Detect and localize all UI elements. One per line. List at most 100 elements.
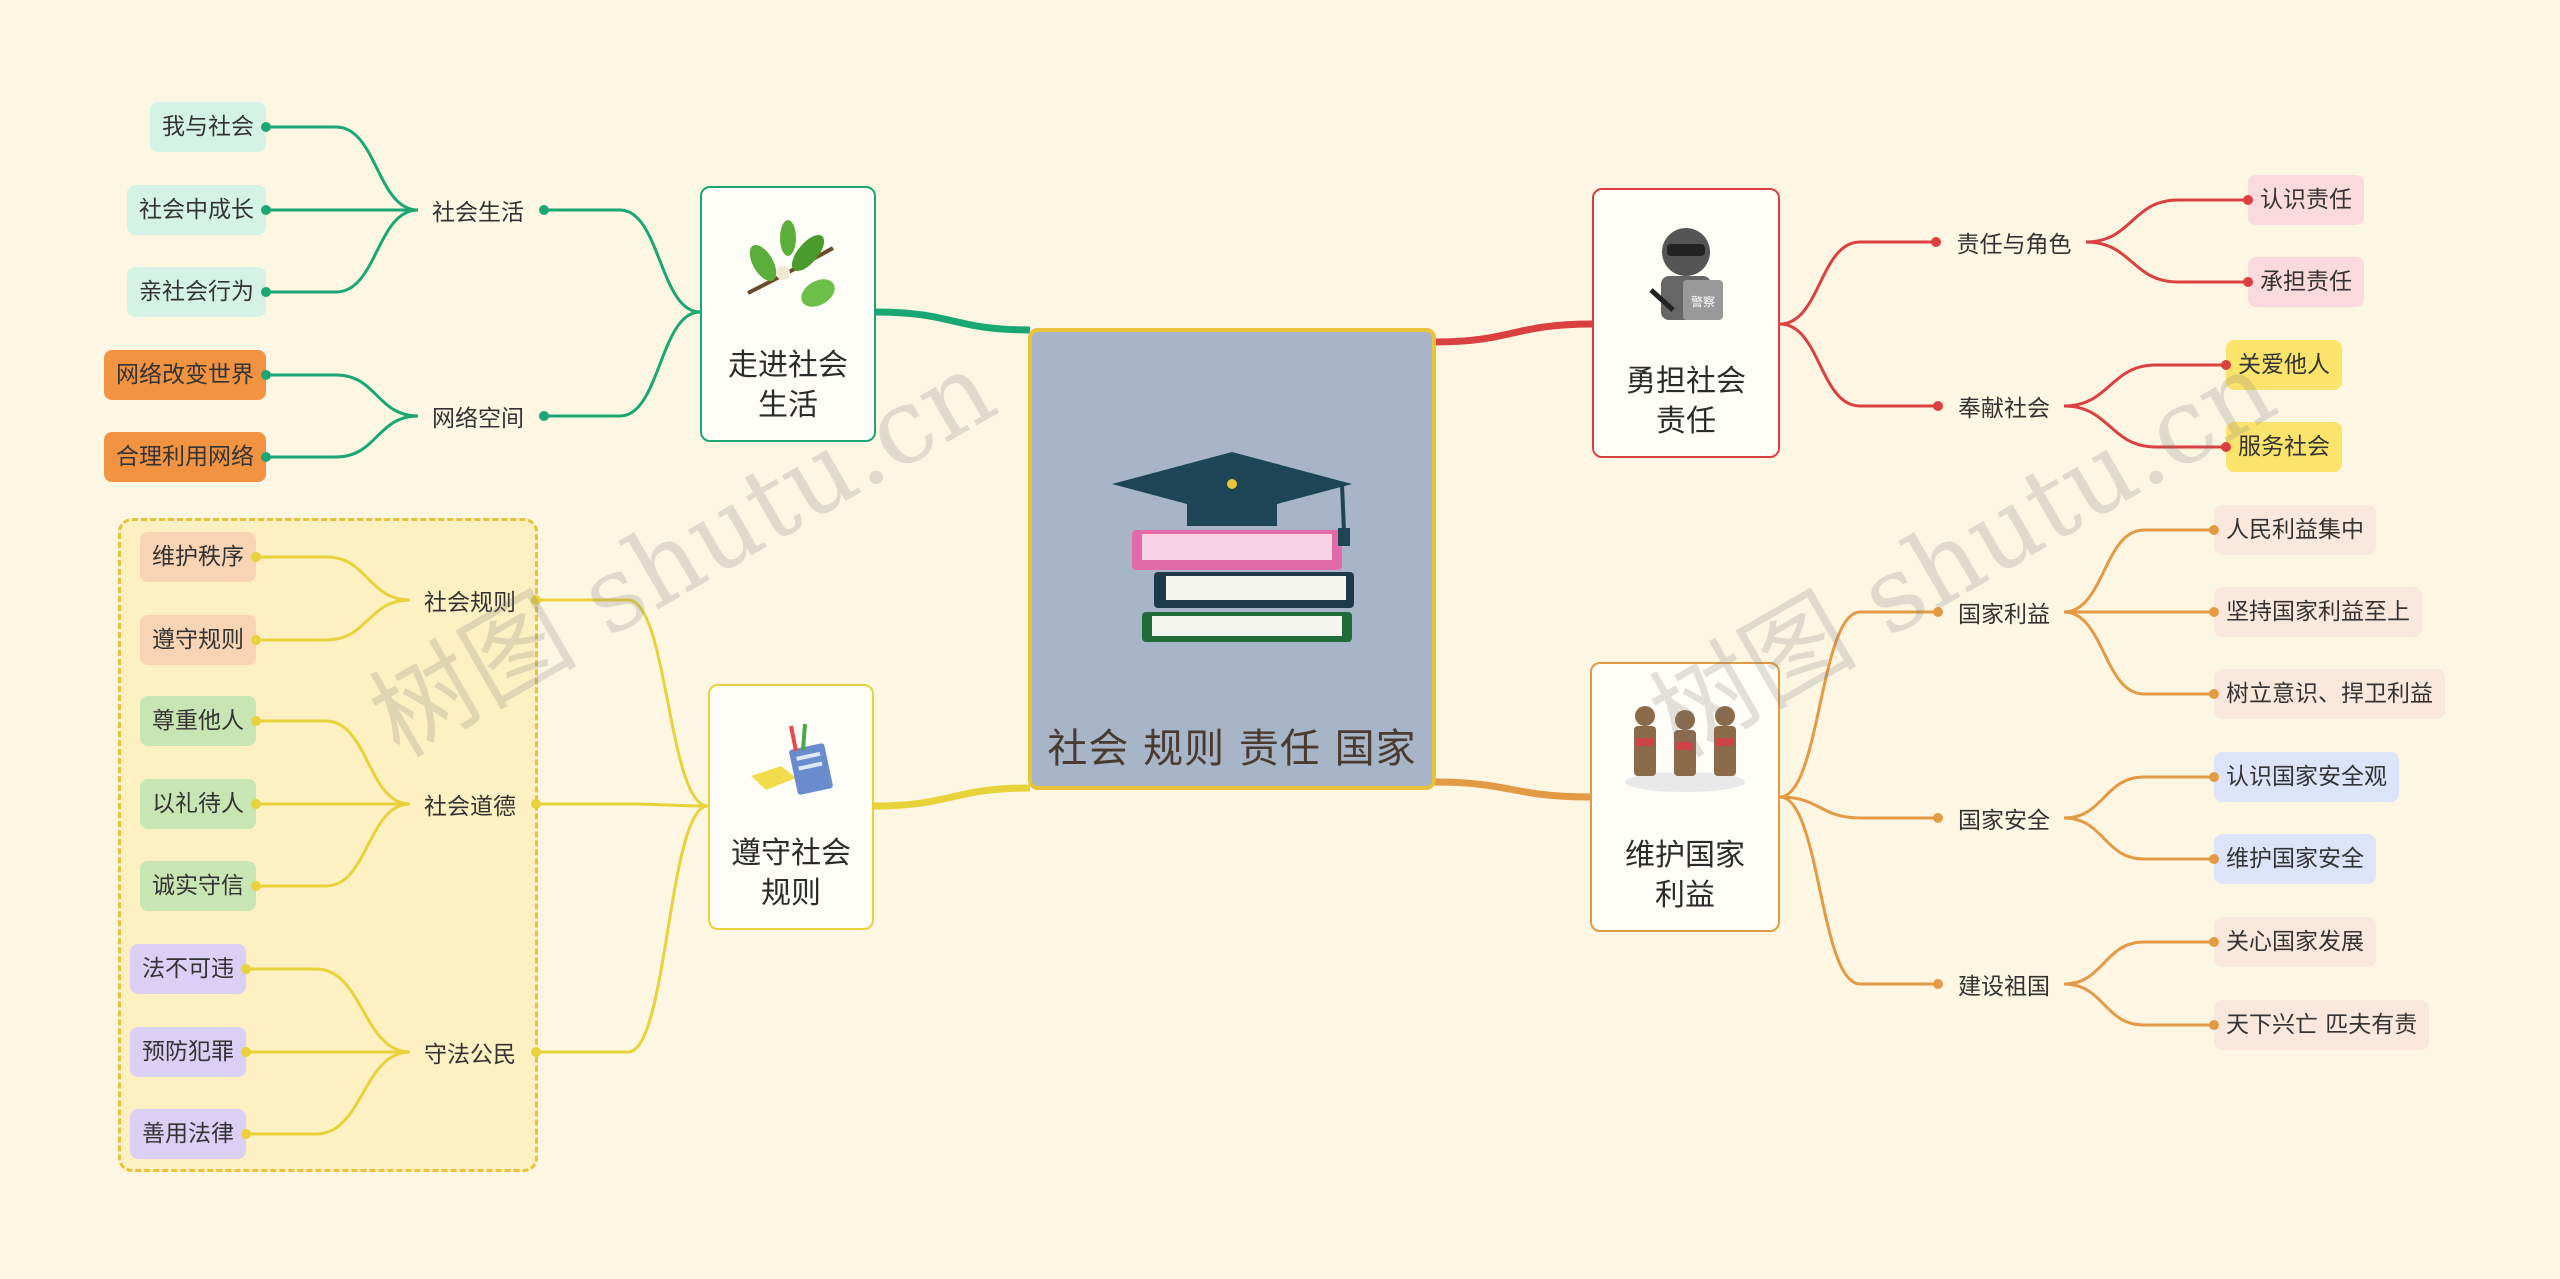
connector-dot bbox=[539, 205, 549, 215]
connector-dot bbox=[531, 595, 541, 605]
connector-line bbox=[1433, 320, 1593, 346]
leaf-node[interactable]: 维护秩序 bbox=[140, 532, 256, 582]
connector-line bbox=[1779, 322, 1861, 408]
leaf-node[interactable]: 坚持国家利益至上 bbox=[2214, 587, 2422, 637]
topic-label: 走进社会 生活 bbox=[728, 348, 848, 423]
connector-dot bbox=[261, 287, 271, 297]
leaf-node[interactable]: 合理利用网络 bbox=[104, 432, 266, 482]
connector-dot bbox=[1933, 979, 1943, 989]
connector-line bbox=[335, 208, 419, 294]
subtopic-s7[interactable]: 奉献社会 bbox=[1958, 396, 2050, 422]
subtopic-s3[interactable]: 社会规则 bbox=[424, 590, 516, 616]
leaf-node[interactable]: 服务社会 bbox=[2226, 422, 2342, 472]
connector-line bbox=[619, 310, 701, 418]
connector-line bbox=[335, 125, 419, 212]
connector-line bbox=[627, 804, 709, 1054]
soldiers-icon bbox=[1625, 706, 1745, 792]
leaf-node[interactable]: 关心国家发展 bbox=[2214, 917, 2376, 967]
connector-dot bbox=[251, 881, 261, 891]
connector-line bbox=[1779, 795, 1861, 986]
connector-dot bbox=[251, 552, 261, 562]
connector-dot bbox=[2221, 360, 2231, 370]
leaf-node[interactable]: 遵守规则 bbox=[140, 615, 256, 665]
leaf-node[interactable]: 树立意识、捍卫利益 bbox=[2214, 669, 2445, 719]
connector-dot bbox=[261, 370, 271, 380]
topic-label: 勇担社会 责任 bbox=[1626, 364, 1746, 439]
connector-line bbox=[2063, 775, 2145, 820]
connector-dot bbox=[241, 1047, 251, 1057]
leaf-node[interactable]: 社会中成长 bbox=[127, 185, 266, 235]
subtopic-s1[interactable]: 社会生活 bbox=[432, 200, 524, 226]
leaf-node[interactable]: 认识国家安全观 bbox=[2214, 752, 2399, 802]
connector-dot bbox=[241, 1129, 251, 1139]
connector-line bbox=[315, 1050, 411, 1136]
central-topic[interactable]: 社会 规则 责任 国家 bbox=[1028, 328, 1436, 790]
connector-dot bbox=[1933, 401, 1943, 411]
connector-dot bbox=[2209, 607, 2219, 617]
leaf-node[interactable]: 预防犯罪 bbox=[130, 1027, 246, 1077]
connector-line bbox=[325, 802, 411, 888]
leaf-node[interactable]: 承担责任 bbox=[2248, 257, 2364, 307]
connector-line bbox=[325, 598, 411, 642]
central-topic-title: 社会 规则 责任 国家 bbox=[1047, 726, 1417, 772]
subtopic-s8[interactable]: 国家利益 bbox=[1958, 602, 2050, 628]
connector-dot bbox=[261, 122, 271, 132]
connector-line bbox=[315, 967, 411, 1054]
connector-line bbox=[1779, 610, 1861, 799]
connector-dot bbox=[1933, 607, 1943, 617]
topic-label: 遵守社会 规则 bbox=[731, 836, 851, 911]
leaf-node[interactable]: 认识责任 bbox=[2248, 175, 2364, 225]
leaf-node[interactable]: 亲社会行为 bbox=[127, 267, 266, 317]
connector-dot bbox=[2243, 195, 2253, 205]
leaf-node[interactable]: 我与社会 bbox=[150, 102, 266, 152]
connector-line bbox=[2063, 363, 2157, 408]
topic-social-life[interactable]: 走进社会 生活 bbox=[700, 186, 876, 442]
leaf-node[interactable]: 诚实守信 bbox=[140, 861, 256, 911]
leaf-node[interactable]: 尊重他人 bbox=[140, 696, 256, 746]
leaf-node[interactable]: 维护国家安全 bbox=[2214, 834, 2376, 884]
connector-dot bbox=[1933, 813, 1943, 823]
connector-dot bbox=[261, 452, 271, 462]
connector-dot bbox=[2209, 525, 2219, 535]
leaf-node[interactable]: 以礼待人 bbox=[140, 779, 256, 829]
leaf-node[interactable]: 善用法律 bbox=[130, 1109, 246, 1159]
subtopic-s9[interactable]: 国家安全 bbox=[1958, 808, 2050, 834]
topic-social-rules[interactable]: 遵守社会 规则 bbox=[708, 684, 874, 930]
connector-line bbox=[2085, 240, 2179, 284]
topic-national-interest[interactable]: 维护国家 利益 bbox=[1590, 662, 1780, 932]
connector-line bbox=[2063, 610, 2145, 696]
leaf-node[interactable]: 人民利益集中 bbox=[2214, 505, 2376, 555]
leaf-node[interactable]: 关爱他人 bbox=[2226, 340, 2342, 390]
connector-line bbox=[325, 719, 411, 806]
subtopic-s4[interactable]: 社会道德 bbox=[424, 794, 516, 820]
connector-line bbox=[619, 208, 701, 314]
plant-sprout-icon bbox=[747, 220, 835, 307]
leaf-node[interactable]: 天下兴亡 匹夫有责 bbox=[2214, 1000, 2430, 1050]
connector-line bbox=[2063, 940, 2145, 986]
connector-line bbox=[2063, 404, 2157, 449]
subtopic-s10[interactable]: 建设祖国 bbox=[1958, 974, 2050, 1000]
topic-social-responsibility[interactable]: 警察 勇担社会 责任 bbox=[1592, 188, 1780, 458]
leaf-node[interactable]: 法不可违 bbox=[130, 944, 246, 994]
subtopic-s6[interactable]: 责任与角色 bbox=[1956, 232, 2072, 258]
leaf-node[interactable]: 网络改变世界 bbox=[104, 350, 266, 400]
connector-line bbox=[627, 598, 709, 808]
subtopic-s5[interactable]: 守法公民 bbox=[424, 1042, 516, 1068]
connector-line bbox=[875, 308, 1031, 334]
connector-dot bbox=[2209, 772, 2219, 782]
connector-dot bbox=[2209, 1020, 2219, 1030]
connector-line bbox=[2063, 816, 2145, 861]
connector-dot bbox=[251, 799, 261, 809]
svg-text:警察: 警察 bbox=[1691, 294, 1715, 309]
connector-line bbox=[2063, 982, 2145, 1027]
connector-dot bbox=[241, 964, 251, 974]
connector-line bbox=[335, 373, 419, 418]
connector-line bbox=[2085, 198, 2179, 244]
connector-dot bbox=[539, 411, 549, 421]
connector-dot bbox=[531, 799, 541, 809]
subtopic-s2[interactable]: 网络空间 bbox=[432, 406, 524, 432]
connector-line bbox=[335, 414, 419, 459]
connector-dot bbox=[251, 716, 261, 726]
